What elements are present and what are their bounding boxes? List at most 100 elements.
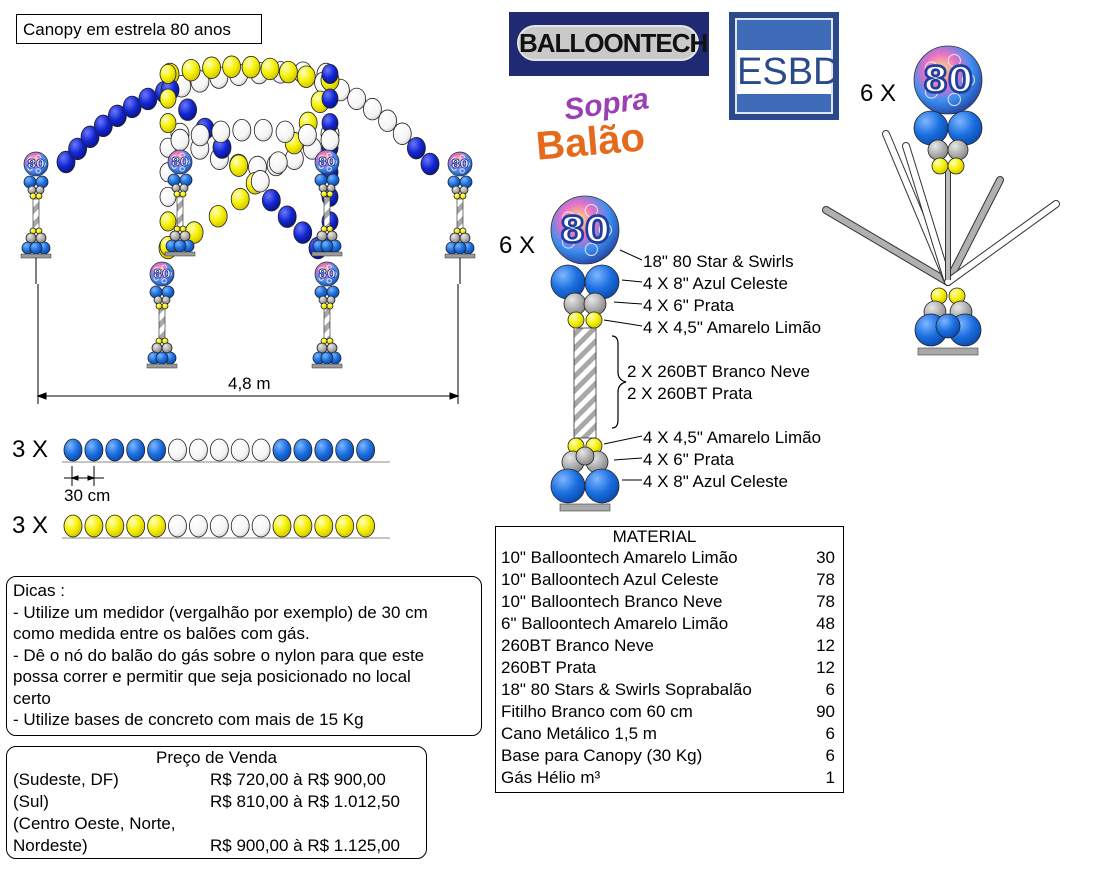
balloon — [575, 446, 595, 466]
garland-balloon — [293, 514, 313, 538]
material-qty: 12 — [816, 658, 835, 677]
80-star-foil-balloon-icon: 80 — [913, 45, 983, 115]
tips-line: - Utilize bases de concreto com mais de … — [13, 710, 364, 729]
garland-balloon — [241, 55, 261, 79]
80-star-foil-balloon-icon: 80 — [314, 261, 340, 287]
tips-line: certo — [13, 688, 51, 708]
material-name: 260BT Prata — [501, 658, 597, 677]
garland-balloon — [56, 150, 76, 174]
material-qty: 30 — [816, 548, 835, 567]
garland-balloon — [320, 128, 340, 152]
garland-balloon — [159, 113, 177, 134]
garland-balloon — [272, 514, 292, 538]
balloon — [25, 232, 37, 244]
garland-balloon — [275, 120, 295, 144]
garland-balloon — [293, 221, 313, 244]
tips-line: possa correr e permitir que seja posicio… — [13, 667, 411, 686]
balloon — [935, 313, 961, 339]
balloon — [459, 232, 471, 244]
material-row: 18" 80 Stars & Swirls Soprabalão 6 — [496, 679, 843, 701]
garland-balloon — [202, 56, 222, 79]
80-star-foil-balloon-icon: 80 — [550, 195, 620, 265]
garland-balloon — [63, 438, 83, 462]
garland-balloon — [107, 104, 127, 128]
balloon — [316, 230, 328, 242]
garland-balloon — [105, 438, 125, 462]
balloon — [29, 192, 37, 200]
svg-text:80: 80 — [27, 156, 45, 171]
garland-balloon — [147, 438, 167, 462]
balloon — [947, 157, 965, 175]
garland-balloon — [178, 98, 198, 121]
column-multiplier: 6 X — [499, 232, 536, 259]
canopy-garland-arcs — [56, 55, 440, 260]
garland-balloon — [80, 125, 100, 149]
garland-balloon — [296, 65, 316, 88]
material-name: 18" 80 Stars & Swirls Soprabalão — [501, 680, 752, 699]
balloon — [316, 342, 328, 354]
garland-balloon — [356, 514, 376, 538]
garland-multiplier-yellow: 3 X — [12, 512, 49, 539]
garland-balloon — [314, 514, 334, 538]
column-label-top-45in: 4 X 4,5" Amarelo Limão — [643, 318, 822, 337]
svg-text:80: 80 — [560, 210, 610, 251]
garland-balloon — [159, 88, 177, 109]
foil-balloon-topper: 80 — [822, 45, 1060, 356]
balloon — [913, 110, 949, 146]
svg-text:80: 80 — [923, 60, 973, 101]
material-row: 10" Balloontech Amarelo Limão 30 — [496, 547, 843, 569]
balloon — [179, 190, 187, 198]
garland-balloon — [138, 87, 158, 111]
balloon — [155, 351, 169, 365]
garland-balloon — [126, 514, 146, 538]
twist-balloon — [945, 201, 1059, 285]
price-row: (Sudeste, DF) R$ 720,00 à R$ 900,00 — [13, 770, 386, 789]
material-name: 260BT Branco Neve — [501, 636, 654, 655]
balloon — [173, 239, 187, 253]
garland-balloon — [278, 60, 298, 84]
garland-balloon — [314, 438, 334, 462]
svg-text:80: 80 — [153, 266, 171, 281]
material-qty: 1 — [825, 768, 835, 787]
balloon — [320, 302, 328, 310]
material-qty: 6 — [825, 746, 835, 765]
80-star-foil-balloon-icon: 80 — [23, 151, 49, 177]
balloon — [459, 192, 467, 200]
garland-balloon — [84, 438, 104, 462]
tips-line: - Utilize um medidor (vergalhão por exem… — [13, 602, 428, 622]
material-name: 10" Balloontech Branco Neve — [501, 592, 723, 611]
balloon — [931, 157, 949, 175]
svg-text:80: 80 — [318, 154, 336, 169]
garland-balloon — [122, 95, 142, 119]
garland-balloon — [378, 109, 398, 132]
garland-balloon — [260, 57, 280, 81]
material-qty: 6 — [825, 680, 835, 699]
balloon — [35, 232, 47, 244]
garland-balloon — [232, 119, 252, 142]
column-leader-lines — [603, 249, 643, 481]
garland-balloon — [277, 205, 297, 228]
garland-balloon — [63, 514, 83, 538]
twist-balloon — [823, 207, 951, 285]
balloon — [173, 190, 181, 198]
garland-balloon — [230, 514, 250, 538]
garland-balloon — [84, 514, 104, 538]
80-star-foil-balloon-icon: 80 — [167, 149, 193, 175]
garland-balloon — [209, 438, 229, 462]
garland-balloon — [188, 438, 208, 462]
price-row: (Sul) R$ 810,00 à R$ 1.012,50 — [13, 792, 400, 811]
balloon — [161, 342, 173, 354]
price-row: (Centro Oeste, Norte, Nordeste) R$ 900,0… — [13, 814, 400, 855]
garland-balloon — [230, 187, 250, 211]
material-row: Base para Canopy (30 Kg)6 — [496, 745, 843, 767]
balloon — [161, 302, 169, 310]
svg-text:80: 80 — [171, 154, 189, 169]
topper-multiplier: 6 X — [860, 80, 897, 107]
balloon — [584, 468, 620, 504]
garland-balloon — [170, 128, 190, 152]
material-name: 10" Balloontech Amarelo Limão — [501, 548, 738, 567]
